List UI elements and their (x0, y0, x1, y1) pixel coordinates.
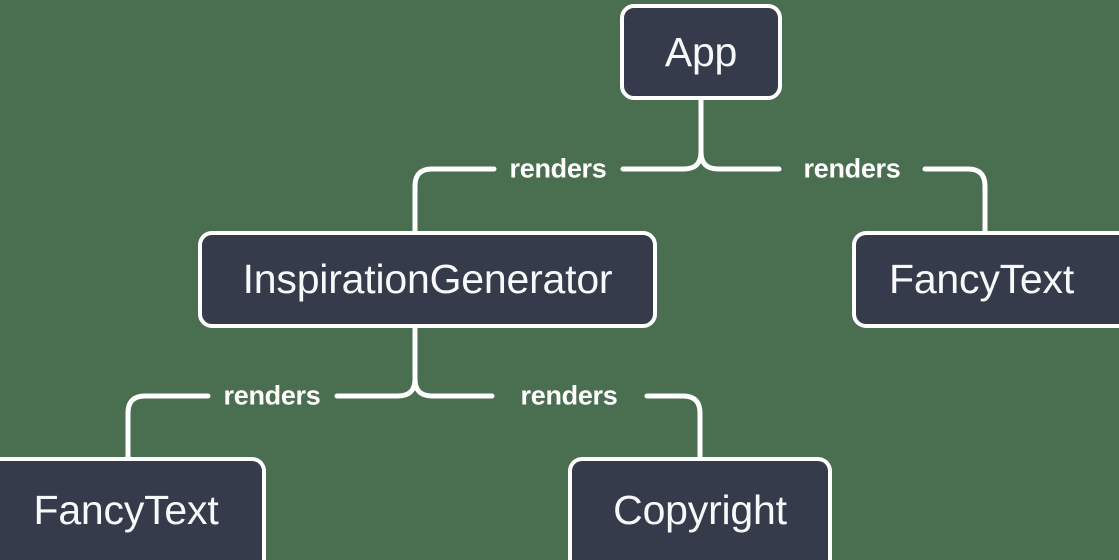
edge-label-inspiration-generator-to-fancytext-bottom: renders (223, 380, 321, 411)
connector-inspiration-generator-stem (334, 325, 418, 399)
node-inspiration-generator-label: InspirationGenerator (242, 256, 613, 302)
node-copyright[interactable]: Copyright (568, 457, 832, 560)
node-app[interactable]: App (620, 4, 782, 100)
edge-label-inspiration-generator-to-copyright: renders (520, 380, 618, 411)
connector-app-stem (620, 97, 704, 172)
connector-inspiration-generator-to-copyright-tail (644, 393, 703, 460)
edge-label-app-to-inspiration-generator: renders (509, 153, 607, 184)
node-fancytext-right-label: FancyText (888, 256, 1075, 302)
node-fancytext-bottom[interactable]: FancyText (0, 457, 266, 560)
connector-app-to-inspiration-generator (412, 166, 497, 234)
node-inspiration-generator[interactable]: InspirationGenerator (198, 231, 657, 328)
node-copyright-label: Copyright (613, 487, 787, 533)
node-fancytext-right[interactable]: FancyText (852, 231, 1119, 328)
edge-label-app-to-fancytext-right: renders (803, 153, 901, 184)
node-fancytext-bottom-label: FancyText (33, 487, 219, 533)
connector-app-to-fancytext-right (698, 149, 782, 172)
connector-app-to-fancytext-right-tail (922, 166, 988, 234)
connector-inspiration-generator-to-fancytext-bottom (125, 393, 211, 460)
connector-inspiration-generator-to-copyright (412, 376, 495, 399)
node-app-label: App (664, 28, 738, 75)
